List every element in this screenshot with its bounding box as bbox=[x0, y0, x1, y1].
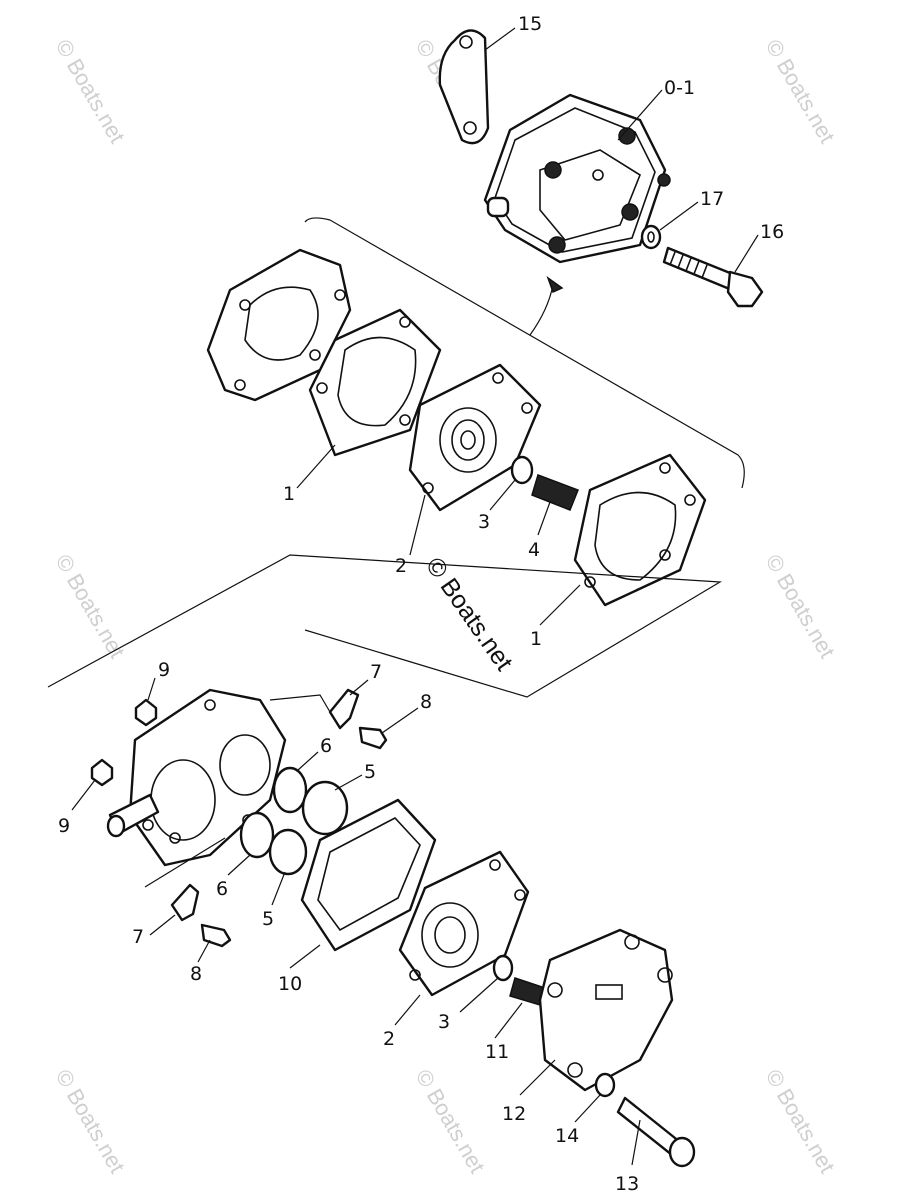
callout-9-left: 9 bbox=[58, 815, 70, 837]
callout-8-lower: 8 bbox=[190, 963, 202, 985]
callouts: 15 0-1 17 16 1 2 3 4 1 9 9 7 8 6 5 6 5 bbox=[58, 13, 784, 1195]
part-3-ring-lower bbox=[492, 954, 514, 982]
part-7-clip-lower bbox=[170, 883, 200, 922]
watermark-mid-left: © Boats.net bbox=[51, 550, 130, 662]
callout-15: 15 bbox=[518, 13, 542, 35]
watermark-bottom-left: © Boats.net bbox=[51, 1065, 130, 1177]
callout-4: 4 bbox=[528, 539, 540, 561]
part-0-1-pump-assembly bbox=[483, 93, 671, 264]
lower-bracket-a bbox=[269, 694, 331, 713]
callout-7-lower: 7 bbox=[132, 926, 144, 948]
part-16-bolt bbox=[662, 246, 764, 308]
callout-14: 14 bbox=[555, 1125, 579, 1147]
callout-13: 13 bbox=[615, 1173, 639, 1195]
callout-0-1: 0-1 bbox=[664, 77, 695, 99]
part-12-cover bbox=[538, 928, 674, 1092]
callout-16: 16 bbox=[760, 221, 784, 243]
part-5-valve-lower bbox=[268, 828, 308, 876]
watermark-bottom-center: © Boats.net bbox=[411, 1065, 490, 1177]
part-3-ring-upper bbox=[510, 455, 534, 485]
watermark-top-right: © Boats.net bbox=[761, 35, 840, 147]
watermark-top-left: © Boats.net bbox=[51, 35, 130, 147]
watermark-bottom-right: © Boats.net bbox=[761, 1065, 840, 1177]
part-7-clip-upper bbox=[328, 688, 360, 730]
callout-3-lower: 3 bbox=[438, 1011, 450, 1033]
part-8-screw-upper bbox=[358, 726, 388, 750]
part-2-diaphragm-upper bbox=[408, 363, 542, 512]
callout-12: 12 bbox=[502, 1103, 526, 1125]
part-5-valve-upper bbox=[301, 780, 349, 836]
part-13-screw bbox=[616, 1096, 696, 1168]
section-frame bbox=[47, 554, 722, 698]
part-9-nut-upper bbox=[134, 698, 158, 727]
callout-9-upper: 9 bbox=[158, 659, 170, 681]
part-14-washer bbox=[594, 1072, 616, 1098]
part-4-spring bbox=[531, 474, 579, 511]
part-1-gasket-upper bbox=[308, 308, 442, 457]
assembly-arrowhead bbox=[546, 275, 564, 294]
callout-6-lower: 6 bbox=[216, 878, 228, 900]
callout-8-upper: 8 bbox=[420, 691, 432, 713]
lower-bracket-b bbox=[144, 837, 226, 888]
callout-2-upper: 2 bbox=[395, 555, 407, 577]
part-10-gasket bbox=[300, 798, 437, 952]
part-9-nut-left bbox=[90, 758, 114, 787]
callout-3-upper: 3 bbox=[478, 511, 490, 533]
part-17-washer bbox=[640, 224, 662, 250]
callout-7-upper: 7 bbox=[370, 661, 382, 683]
callout-2-lower: 2 bbox=[383, 1028, 395, 1050]
callout-5-lower: 5 bbox=[262, 908, 274, 930]
center-watermark: © Boats.net bbox=[420, 552, 518, 675]
assembly-bracket bbox=[304, 217, 745, 489]
part-6-ring-upper bbox=[272, 766, 308, 814]
part-1-gasket-lower bbox=[573, 453, 707, 607]
part-6-ring-lower bbox=[239, 811, 275, 859]
callout-6-upper: 6 bbox=[320, 735, 332, 757]
assembly-arrow bbox=[529, 284, 554, 336]
callout-10: 10 bbox=[278, 973, 302, 995]
callout-5-upper: 5 bbox=[364, 761, 376, 783]
watermark-mid-right: © Boats.net bbox=[761, 550, 840, 662]
callout-17: 17 bbox=[700, 188, 724, 210]
part-15-plate bbox=[438, 29, 490, 145]
callout-1-upper: 1 bbox=[283, 483, 295, 505]
callout-11: 11 bbox=[485, 1041, 509, 1063]
part-8-screw-lower bbox=[200, 923, 232, 948]
part-body-plate-top bbox=[206, 248, 352, 402]
callout-1-lower: 1 bbox=[530, 628, 542, 650]
